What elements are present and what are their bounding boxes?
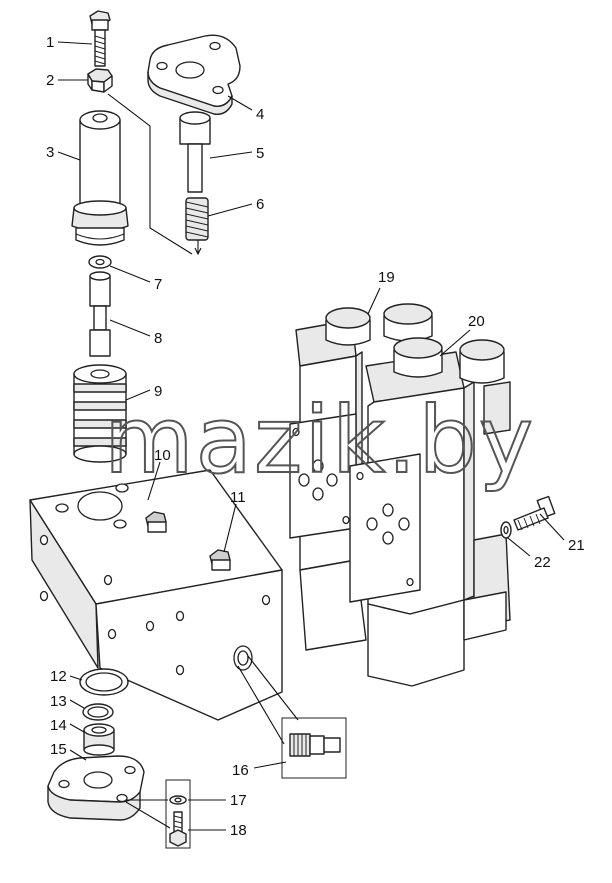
callout-7: 7 (154, 276, 162, 293)
callout-18: 18 (230, 822, 247, 839)
callout-15: 15 (50, 741, 67, 758)
callout-20: 20 (468, 313, 485, 330)
callout-2: 2 (46, 72, 54, 89)
callout-13: 13 (50, 693, 67, 710)
callout-5: 5 (256, 145, 264, 162)
part-8-spool (89, 271, 111, 357)
part-22-washer (500, 521, 512, 539)
watermark-text: mazik.by (104, 387, 535, 494)
callout-6: 6 (256, 196, 264, 213)
part-17-18-washer-bolt (165, 779, 191, 849)
callout-19: 19 (378, 269, 395, 286)
part-16-fitting (281, 717, 347, 779)
part-6-spring (185, 197, 209, 256)
callout-11: 11 (230, 489, 246, 506)
part-3-cartridge-tube (71, 110, 129, 246)
callout-17: 17 (230, 792, 247, 809)
part-5-plunger (179, 111, 211, 193)
callout-21: 21 (568, 537, 585, 554)
callout-10: 10 (154, 447, 171, 464)
callout-8: 8 (154, 330, 162, 347)
callout-labels: 1 2 3 4 5 6 7 8 9 10 11 12 13 14 15 16 1… (46, 34, 585, 839)
callout-3: 3 (46, 144, 54, 161)
part-2-nut (87, 68, 113, 93)
part-9-sleeve (73, 364, 127, 463)
part-1-bolt (89, 10, 111, 67)
callout-16: 16 (232, 762, 249, 779)
part-10-valve-body (29, 469, 283, 721)
part-13-o-ring (82, 703, 114, 721)
part-12-o-ring (79, 668, 129, 696)
callout-9: 9 (154, 383, 162, 400)
callout-1: 1 (46, 34, 54, 51)
leader-lines (57, 41, 565, 831)
callout-22: 22 (534, 554, 551, 571)
part-19-solenoid (289, 303, 433, 651)
part-7-washer (88, 255, 112, 269)
callout-4: 4 (256, 106, 264, 123)
part-21-screw (513, 495, 556, 531)
callout-12: 12 (50, 668, 67, 685)
part-20-solenoid (349, 337, 511, 687)
part-4-flange (147, 34, 241, 115)
part-14-plug (83, 723, 115, 756)
part-15-flange (47, 755, 145, 821)
callout-14: 14 (50, 717, 67, 734)
